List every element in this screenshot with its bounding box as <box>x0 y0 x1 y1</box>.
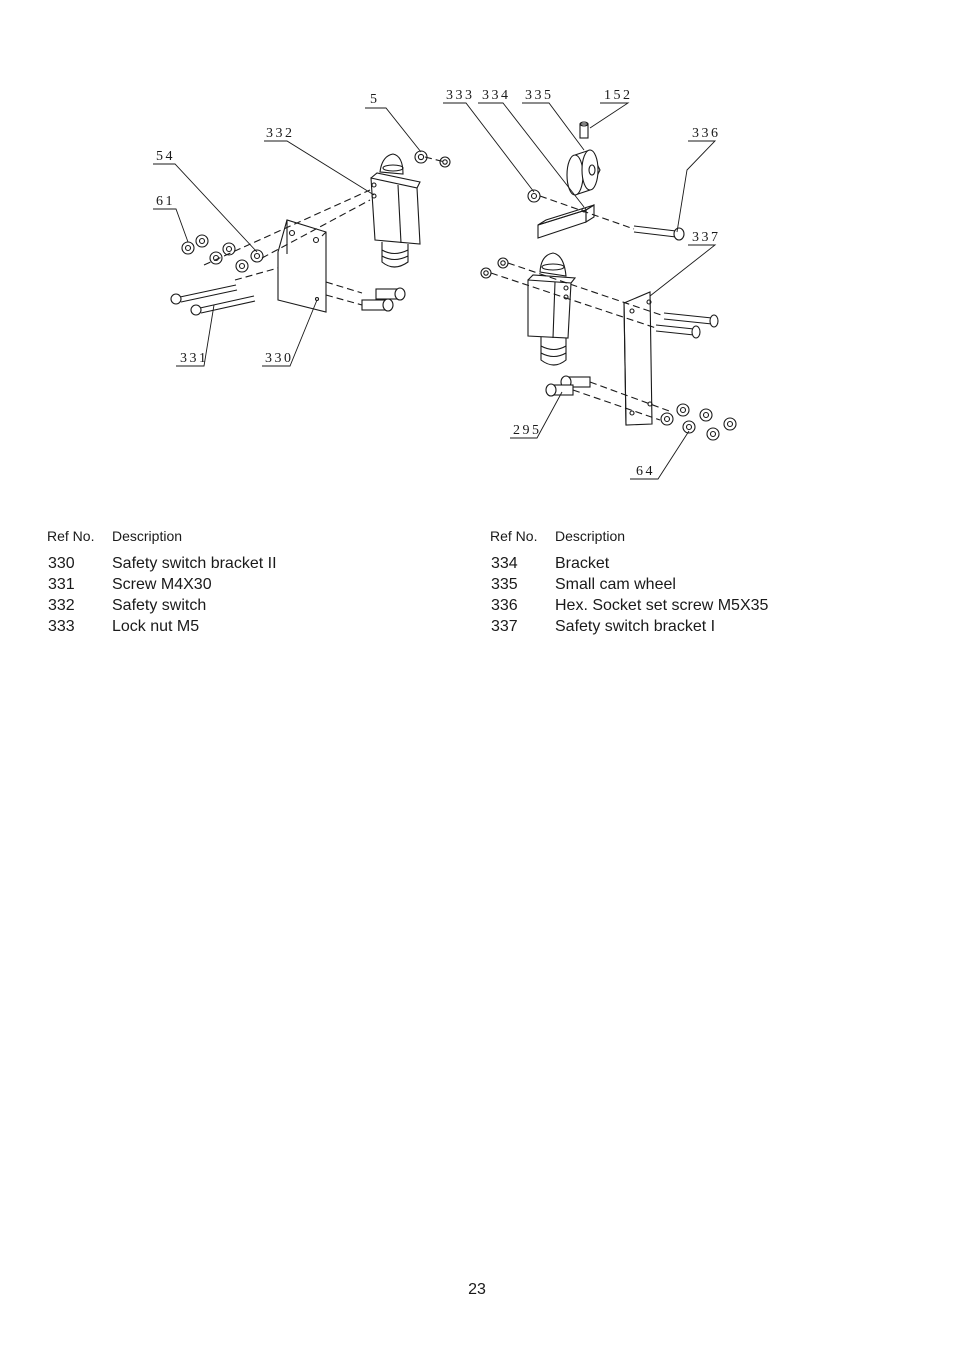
parts-table-right: Ref No. Description 334 Bracket 335 Smal… <box>490 528 870 637</box>
part-description: Safety switch bracket I <box>555 618 716 635</box>
bracket-330-drawing <box>277 219 327 313</box>
table-row: 331 Screw M4X30 <box>47 574 427 595</box>
ref-number: 333 <box>48 618 75 635</box>
parts-table-left: Ref No. Description 330 Safety switch br… <box>47 528 427 637</box>
cam-wheel-335-drawing <box>566 121 601 196</box>
callout-64: 64 <box>636 464 655 479</box>
part-description: Bracket <box>555 555 610 572</box>
table-row: 335 Small cam wheel <box>490 574 870 595</box>
callout-labels: 5 332 54 61 331 330 333 334 335 152 336 … <box>156 88 721 479</box>
description-heading: Description <box>112 528 183 544</box>
part-description: Safety switch bracket II <box>112 555 277 572</box>
ref-no-heading: Ref No. <box>47 528 95 544</box>
table-header: Ref No. Description <box>47 528 427 544</box>
callout-334: 334 <box>482 88 511 103</box>
ref-number: 330 <box>48 555 75 572</box>
screw-336-drawing <box>633 225 685 241</box>
screws-right-337-drawing <box>655 312 719 339</box>
ref-no-heading: Ref No. <box>490 528 538 544</box>
description-heading: Description <box>555 528 626 544</box>
part-description: Lock nut M5 <box>112 618 200 635</box>
table-row: 330 Safety switch bracket II <box>47 553 427 574</box>
bolts-295-drawing <box>545 375 591 397</box>
switch-332-drawing <box>370 153 421 268</box>
washers-54-61-drawing <box>181 234 264 273</box>
callout-5: 5 <box>370 92 380 107</box>
callout-333: 333 <box>446 88 475 103</box>
part-description: Small cam wheel <box>555 576 676 593</box>
washers-64-drawing <box>660 403 737 441</box>
callout-331: 331 <box>180 351 209 366</box>
leader-lines <box>153 102 717 480</box>
left-assembly <box>170 150 451 316</box>
ref-number: 334 <box>491 555 518 572</box>
table-row: 333 Lock nut M5 <box>47 616 427 637</box>
callout-152: 152 <box>604 88 633 103</box>
callout-337: 337 <box>692 230 721 245</box>
ref-number: 335 <box>491 576 518 593</box>
part-description: Safety switch <box>112 597 207 614</box>
exploded-parts-diagram: 5 332 54 61 331 330 333 334 335 152 336 … <box>153 88 737 480</box>
bolts-right-330-drawing <box>361 287 406 312</box>
part-description: Hex. Socket set screw M5X35 <box>555 597 769 614</box>
table-row: 337 Safety switch bracket I <box>490 616 870 637</box>
right-assembly <box>480 121 737 441</box>
ref-number: 337 <box>491 618 518 635</box>
bracket-337-drawing <box>623 291 653 426</box>
callout-330: 330 <box>265 351 294 366</box>
callout-335: 335 <box>525 88 554 103</box>
callout-332: 332 <box>266 126 295 141</box>
table-row: 334 Bracket <box>490 553 870 574</box>
callout-295: 295 <box>513 423 542 438</box>
page-number: 23 <box>468 1281 486 1298</box>
bar-334-drawing <box>537 204 595 239</box>
part-description: Screw M4X30 <box>112 576 212 593</box>
switch-right-drawing <box>527 252 577 366</box>
screws-331-drawing <box>170 284 256 316</box>
ref-number: 336 <box>491 597 518 614</box>
ref-number: 331 <box>48 576 75 593</box>
ref-number: 332 <box>48 597 75 614</box>
callout-54: 54 <box>156 149 175 164</box>
nut-5-drawing <box>414 150 428 164</box>
callout-61: 61 <box>156 194 175 209</box>
table-row: 332 Safety switch <box>47 595 427 616</box>
callout-336: 336 <box>692 126 721 141</box>
table-header: Ref No. Description <box>490 528 870 544</box>
table-row: 336 Hex. Socket set screw M5X35 <box>490 595 870 616</box>
